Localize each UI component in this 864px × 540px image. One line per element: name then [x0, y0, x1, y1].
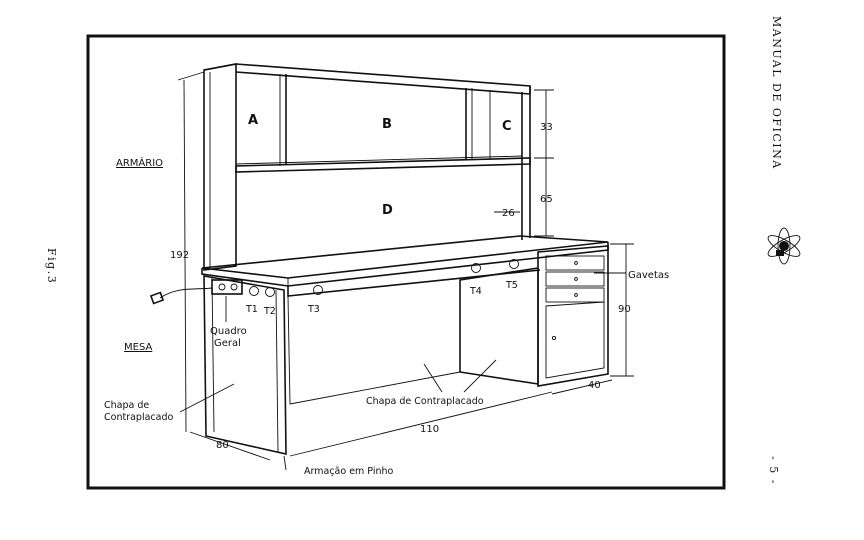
- dim-lower-shelf: 65: [540, 194, 553, 205]
- cabinet: [203, 63, 531, 271]
- dim-desk-height: 90: [618, 304, 631, 315]
- compartment-a: A: [248, 113, 258, 128]
- pine-frame-label: Armação em Pinho: [304, 466, 394, 477]
- manual-title: MANUAL DE OFICINA: [770, 16, 783, 170]
- atom-logo-icon: [767, 227, 801, 265]
- main-panel-label-2: Geral: [214, 338, 241, 349]
- compartment-d: D: [382, 203, 393, 218]
- socket-label-t5: T5: [505, 280, 518, 291]
- dim-length: 110: [420, 424, 439, 435]
- page-number: - 5 -: [767, 456, 780, 485]
- main-panel-label-1: Quadro: [210, 326, 247, 337]
- plywood-center-label: Chapa de Contraplacado: [366, 396, 484, 407]
- socket-label-t4: T4: [469, 286, 482, 297]
- socket-label-t1: T1: [245, 304, 258, 315]
- compartment-c: C: [502, 119, 512, 134]
- plywood-left-label-2: Contraplacado: [104, 412, 173, 423]
- socket-markers: [249, 259, 519, 297]
- dim-upper-shelf: 33: [540, 122, 553, 133]
- dim-depth: 80: [216, 440, 229, 451]
- figure-label: Fig.3: [45, 248, 58, 284]
- desk: [201, 235, 609, 456]
- dimension-lines: [177, 71, 634, 471]
- dim-cabinet-depth: 26: [502, 208, 515, 219]
- section-cabinet-label: ARMÁRIO: [116, 156, 163, 169]
- section-desk-label: MESA: [124, 342, 152, 353]
- socket-label-t3: T3: [307, 304, 320, 315]
- dim-total-height: 192: [170, 250, 189, 261]
- drawers-label: Gavetas: [628, 270, 669, 281]
- socket-label-t2: T2: [263, 306, 276, 317]
- electrical-panel: [149, 279, 243, 305]
- plywood-left-label-1: Chapa de: [104, 400, 149, 411]
- figure-frame: [86, 34, 726, 490]
- compartment-b: B: [382, 117, 392, 132]
- dim-drawer-depth: 40: [588, 380, 601, 391]
